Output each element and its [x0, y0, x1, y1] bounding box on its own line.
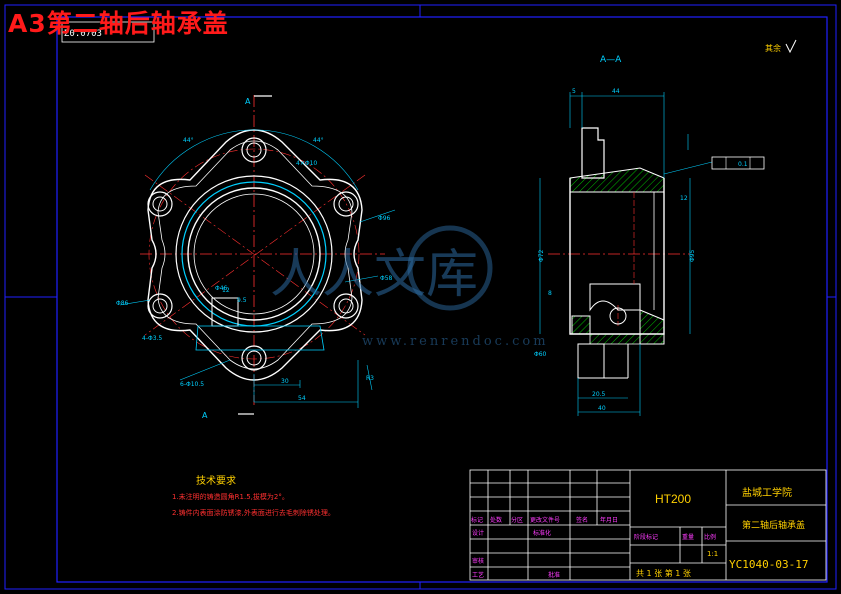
dim-front-9: 6-Φ10.5 [180, 381, 204, 388]
dim-front-12: 4-Φ3.5 [142, 335, 162, 342]
dim-side-1: 44 [612, 88, 620, 95]
leader-hole [179, 359, 231, 381]
tb-header-3: 更改文件号 [530, 516, 560, 524]
tb-row-3: 工艺 [472, 571, 484, 579]
banner-title: A3第二轴后轴承盖 [8, 9, 229, 38]
hub-outer-circle [175, 175, 333, 333]
geom-tol-leader [663, 161, 713, 175]
section-mark-label-bottom: A [202, 411, 208, 420]
geom-tol-frame [711, 156, 765, 170]
tb-header-4: 签名 [576, 516, 588, 524]
section-mark-label-top: A [245, 97, 251, 106]
bolt-circle [148, 148, 360, 360]
dim-front-13: R3 [366, 375, 374, 382]
roughness-symbol [785, 39, 797, 54]
dim-side-2: Φ72 [538, 249, 545, 262]
tb-row-2: 审核 [472, 557, 484, 565]
angle-dimension-arc [149, 129, 359, 191]
tb-drawing-number: YC1040-03-17 [729, 558, 808, 571]
roughness-note: 其余 [765, 43, 781, 53]
flange-inner-outline [157, 140, 353, 370]
dim-side-9: 0.1 [738, 161, 748, 168]
front-view: A A 44° 44° Φ86 4×Φ10 Φ46 Φ96 Φ58 30 54 … [116, 95, 396, 420]
diagonal-centerline-1 [144, 174, 366, 336]
dim-front-11: 9.5 [237, 297, 247, 304]
bolt-hole-bottom [241, 345, 267, 371]
top-left-code: Σ0.0703 [64, 29, 102, 39]
hatch-lower-left [571, 315, 591, 335]
dim-side-6: 20.5 [592, 391, 606, 398]
tb-header-2: 分区 [511, 516, 523, 524]
dim-side-5: 40 [598, 405, 606, 412]
hatch-upper [569, 167, 665, 193]
dim-front-0: 44° [183, 137, 194, 144]
dim-side-4: 8 [548, 290, 552, 297]
leader-phi86 [119, 299, 151, 306]
section-view-label: A—A [600, 55, 622, 65]
tb-sheet-info: 共 1 张 第 1 张 [636, 568, 691, 578]
tb-row-0: 设计 [472, 529, 484, 537]
watermark-logo-ring [407, 225, 493, 311]
top-lug [581, 127, 605, 179]
tb-header-1: 处数 [490, 516, 502, 524]
bolt-hole-upper-left [147, 191, 173, 217]
tb-header-5: 年月日 [600, 516, 618, 524]
dim-front-8: 54 [298, 395, 306, 402]
tb-stage-0: 阶段标记 [634, 533, 658, 541]
bolt-hole-upper-right [333, 191, 359, 217]
dim-front-7: 30 [281, 378, 289, 385]
hatch-lower-right [639, 309, 665, 345]
bolt-hole-top [241, 137, 267, 163]
dim-front-10: 12 [222, 287, 230, 294]
tb-row-1: 标准化 [533, 529, 551, 537]
bore-inner-circle [193, 193, 315, 315]
bolt-hole-lower-right [333, 293, 359, 319]
title-block [469, 469, 827, 581]
tb-material: HT200 [655, 492, 691, 506]
tech-req-line-1: 1.未注明的铸造圆角R1.5,拔模为2°。 [172, 493, 289, 501]
tb-row-4: 批准 [548, 571, 560, 579]
tb-header-0: 标记 [471, 516, 483, 524]
dim-side-0: 5 [572, 88, 576, 95]
side-section-view: A—A [534, 55, 765, 416]
flange-outline [147, 129, 363, 381]
bore-circle [187, 187, 321, 321]
hatch-lower-mid [589, 333, 641, 345]
dim-side-3: Φ95 [689, 249, 696, 262]
tb-stage-2: 比例 [704, 533, 716, 541]
top-left-code-box [61, 21, 155, 43]
inner-frame [56, 16, 828, 583]
side-boss [589, 283, 641, 312]
bottom-lug [577, 343, 605, 379]
oil-groove [195, 325, 325, 351]
dim-front-1: 44° [313, 137, 324, 144]
dim-front-5: Φ96 [378, 215, 391, 222]
dim-front-4: Φ46 [215, 285, 228, 292]
dim-front-6: Φ58 [380, 275, 393, 282]
tech-req-title: 技术要求 [196, 476, 236, 487]
side-hole [609, 307, 627, 325]
watermark-logo-text: 人人文库 [270, 245, 479, 305]
tb-school: 盐城工学院 [742, 486, 792, 499]
tb-stage-1: 重量 [682, 533, 694, 541]
dim-front-3: 4×Φ10 [296, 160, 317, 167]
leader-r3 [366, 364, 373, 391]
leader-phi58 [344, 275, 379, 283]
tech-req-line-2: 2.铸件内表面涂防锈漆,外表面进行去毛刺除锈处理。 [172, 509, 335, 517]
dim-side-7: 12 [680, 195, 688, 202]
diagonal-centerline-2 [144, 174, 366, 336]
bolt-hole-lower-left [147, 293, 173, 319]
tb-scale: 1:1 [707, 550, 718, 558]
dim-front-2: Φ86 [116, 300, 129, 307]
dim-side-8: Φ60 [534, 351, 547, 358]
leader-phi96 [359, 209, 396, 223]
side-body-outline [569, 178, 665, 335]
tb-part-name: 第二轴后轴承盖 [742, 519, 805, 531]
watermark-url: www.renrendoc.com [362, 334, 549, 349]
